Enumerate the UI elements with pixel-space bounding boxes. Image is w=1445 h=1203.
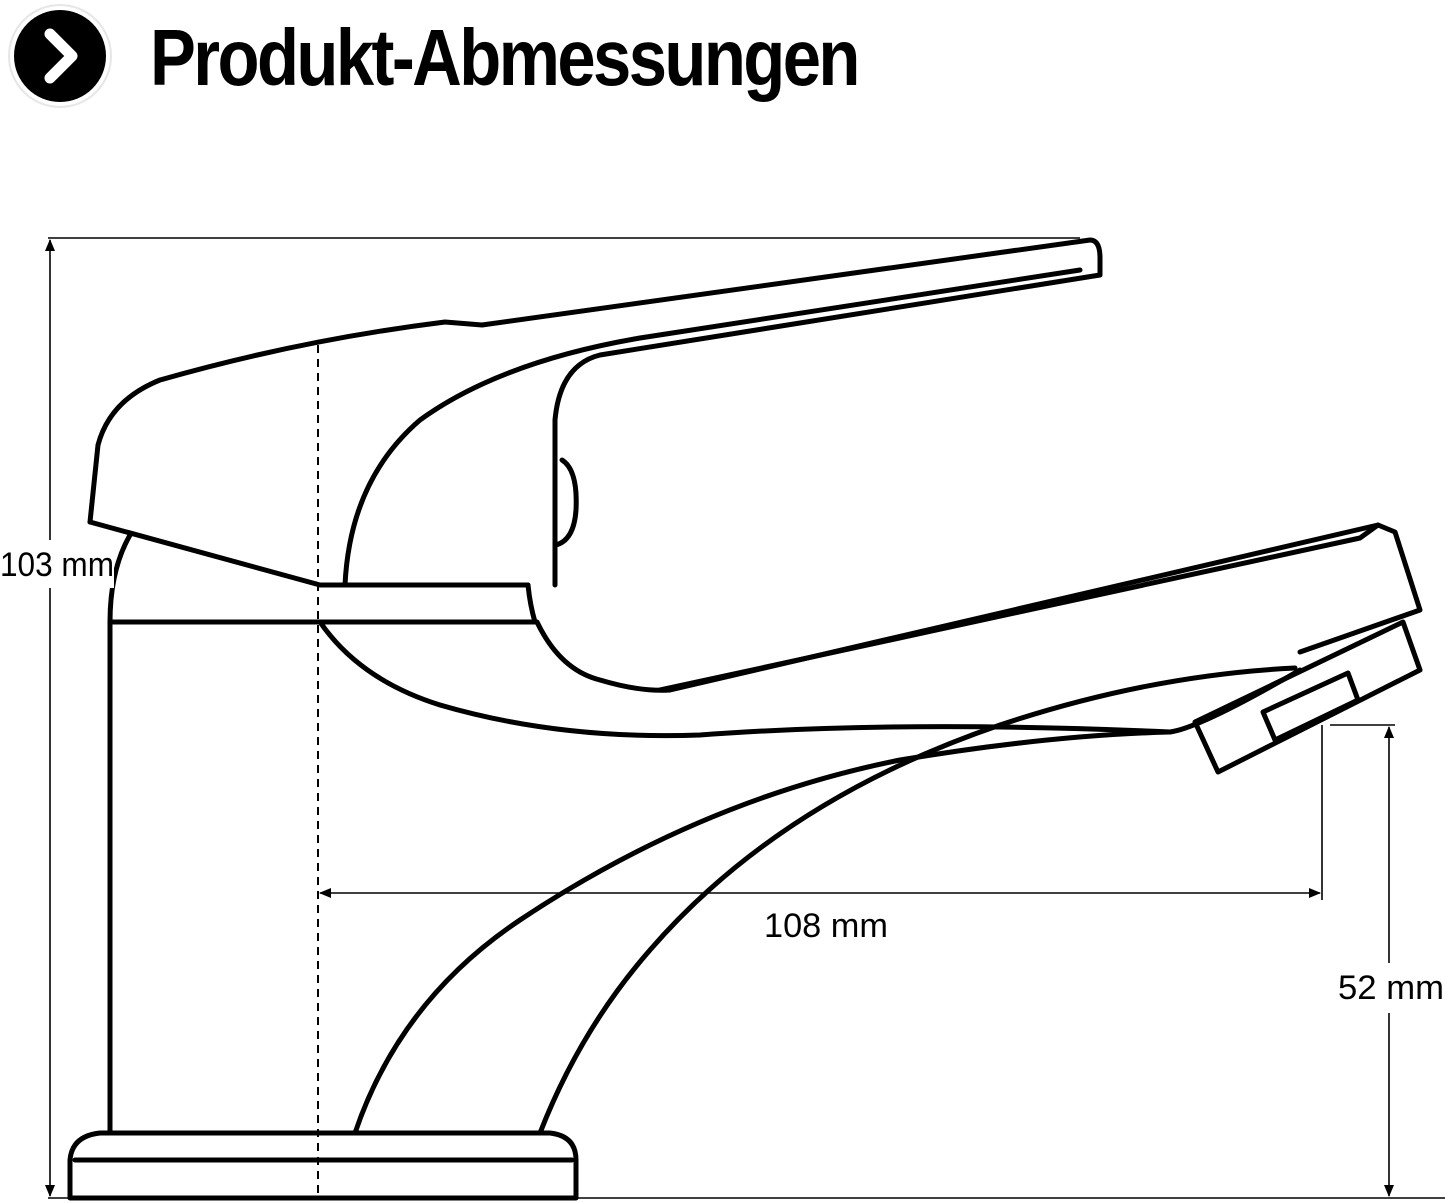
aerator — [1192, 619, 1423, 775]
badge-circle — [14, 10, 106, 102]
lever-pivot — [553, 457, 579, 548]
header: Produkt-Abmessungen — [0, 0, 1445, 120]
faucet-outline — [67, 237, 1423, 1201]
neck-front — [352, 729, 1173, 1136]
neck-back — [537, 665, 1298, 1136]
dimension-lines — [45, 237, 1445, 1199]
lever-sweep — [342, 267, 1083, 588]
lever-underside — [87, 519, 348, 588]
spout-top — [534, 522, 1423, 693]
body-ring-right — [525, 582, 538, 625]
faucet-body — [107, 532, 133, 1136]
badge — [8, 4, 112, 108]
spout-underside — [317, 619, 1303, 739]
aerator-nozzle — [1260, 670, 1361, 743]
faucet-base — [67, 1130, 579, 1201]
spout-height-label: 52 mm — [1338, 969, 1444, 1007]
reach-label: 108 mm — [764, 907, 888, 945]
spout-inner — [657, 522, 1381, 693]
page-title: Produkt-Abmessungen — [150, 13, 860, 102]
height-label: 103 mm — [0, 546, 114, 584]
lever-handle — [87, 237, 1103, 588]
chevron-right-icon — [44, 28, 78, 84]
